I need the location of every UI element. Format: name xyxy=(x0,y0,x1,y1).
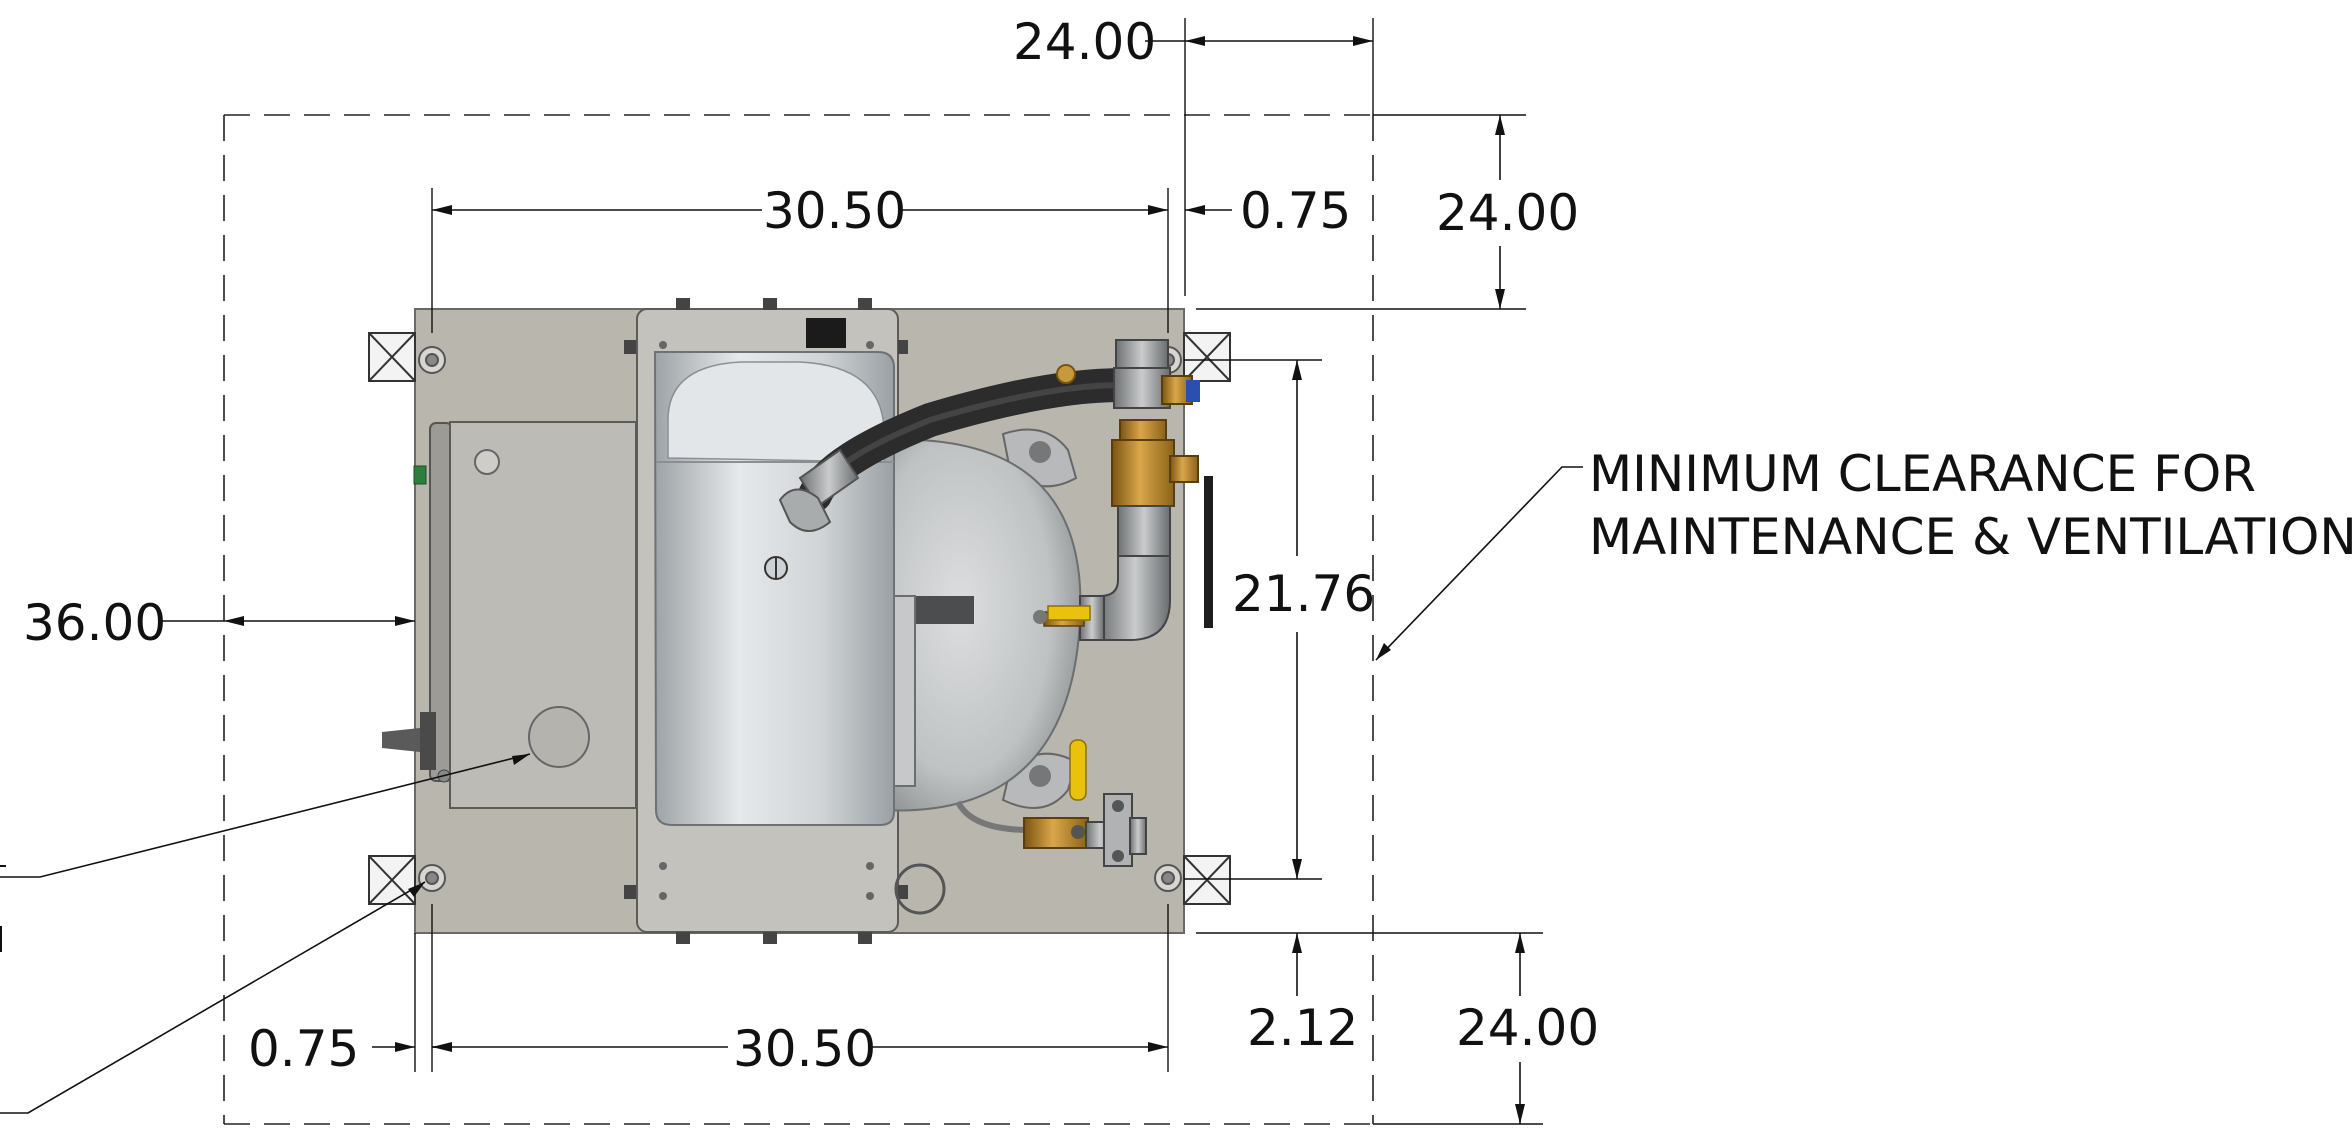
note-line-1: MINIMUM CLEARANCE FOR xyxy=(1589,445,2256,503)
discharge-hose xyxy=(778,364,1177,532)
cropped-label-fragments xyxy=(0,865,6,952)
dim-bottom-width: 30.50 xyxy=(733,1020,876,1078)
control-box xyxy=(382,421,637,809)
dim-bottom-offset-left: 0.75 xyxy=(248,1020,359,1078)
dim-mount-height: 21.76 xyxy=(1232,565,1375,623)
note-line-2: MAINTENANCE & VENTILATION xyxy=(1589,508,2352,566)
dim-right-top-clearance: 24.00 xyxy=(1436,184,1579,242)
pressure-tank xyxy=(879,428,1082,915)
dimension-lines xyxy=(0,18,1583,1125)
mounting-foot-bottom-left xyxy=(368,855,416,905)
motor-hood xyxy=(653,350,895,826)
dim-top-offset: 0.75 xyxy=(1240,182,1351,240)
clearance-envelope xyxy=(223,114,1374,1125)
drain-valve xyxy=(955,739,1147,867)
dim-left-clearance: 36.00 xyxy=(23,594,166,652)
clearance-note: MINIMUM CLEARANCE FOR MAINTENANCE & VENT… xyxy=(1589,445,2352,566)
equipment-assembly xyxy=(368,298,1231,944)
dim-top-clearance-upper: 24.00 xyxy=(1013,13,1156,71)
dimension-labels: 24.00 30.50 0.75 24.00 36.00 21.76 0.75 … xyxy=(23,13,1599,1078)
valve-assembly xyxy=(1033,339,1213,641)
dim-top-width: 30.50 xyxy=(763,182,906,240)
mounting-foot-top-right xyxy=(1183,332,1231,382)
dim-bottom-clearance: 24.00 xyxy=(1456,999,1599,1057)
mounting-foot-top-left xyxy=(368,332,416,382)
mounting-foot-bottom-right xyxy=(1183,855,1231,905)
dim-bottom-offset-right: 2.12 xyxy=(1247,999,1358,1057)
